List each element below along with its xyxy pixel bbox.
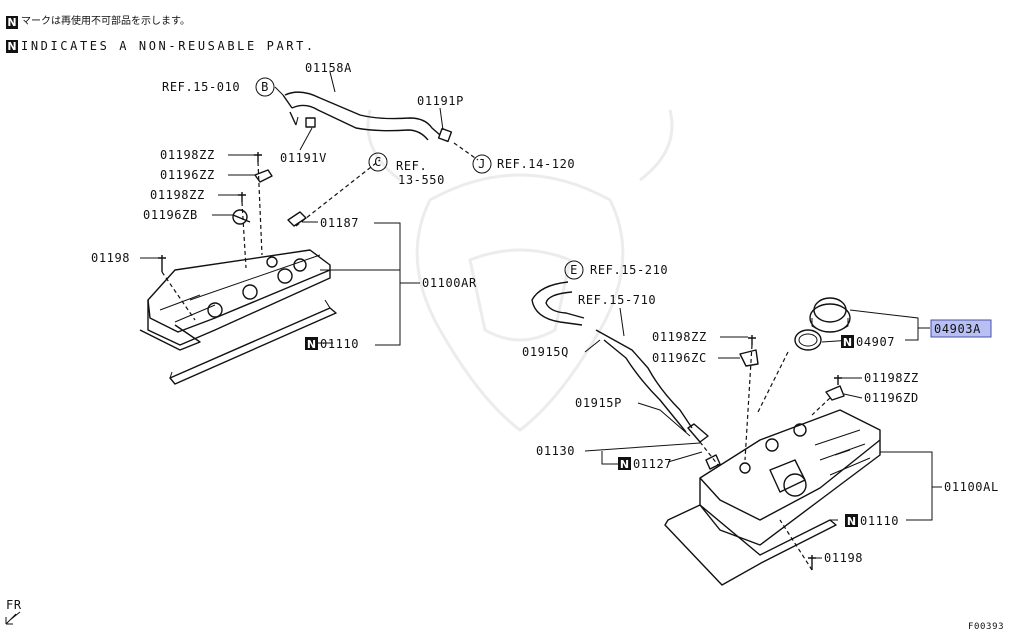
ref-J-text: REF.14-120 [497,157,575,171]
ref-circle-C[interactable]: C [368,152,388,172]
pcv-valve-01187 [287,211,307,227]
label-01915P[interactable]: 01915P [575,396,622,410]
label-01198ZZ-4[interactable]: 01198ZZ [864,371,919,385]
svg-text:N: N [307,338,316,351]
svg-text:04903A: 04903A [934,322,981,336]
label-01915Q[interactable]: 01915Q [522,345,569,359]
ref-circle-E[interactable]: E [564,260,584,280]
note-en-row: N INDICATES A NON-REUSABLE PART. [6,34,316,58]
hose-01915Q [531,281,585,326]
nonreusable-mark-01110-2: N [845,514,858,528]
legend-notes: N マークは再使用不可部品を示します。 N INDICATES A NON-RE… [6,10,316,58]
label-04907[interactable]: 04907 [856,335,895,349]
leaders-right [584,307,942,559]
label-01127[interactable]: 01127 [633,457,672,471]
bolt-01198ZZ-a [254,152,262,162]
label-01191V[interactable]: 01191V [280,151,327,165]
label-01198ZZ-2[interactable]: 01198ZZ [150,188,205,202]
svg-text:B: B [261,80,269,94]
gasket-right [169,299,337,385]
note-jp-row: N マークは再使用不可部品を示します。 [6,10,316,34]
label-01198ZZ-3[interactable]: 01198ZZ [652,330,707,344]
label-01196ZB[interactable]: 01196ZB [143,208,198,222]
label-01187[interactable]: 01187 [320,216,359,230]
valve-cover-left [699,409,881,546]
svg-text:C: C [374,155,382,169]
clamp-01191P [437,127,453,143]
nonreusable-mark-01110-1: N [305,337,318,351]
bolt-01198-a [158,255,166,272]
svg-text:N: N [620,458,629,471]
figure-id: F00393 [968,622,1004,632]
svg-text:E: E [570,263,578,277]
leaders-left [140,71,444,346]
watermark-emblem [366,109,674,432]
note-jp-text: マークは再使用不可部品を示します。 [21,16,190,27]
clamp-01191V [305,117,316,128]
front-direction-indicator: FR [5,598,22,625]
label-ref-15-710[interactable]: REF.15-710 [578,293,656,307]
svg-text:FR: FR [6,598,22,612]
svg-text:N: N [843,336,852,349]
label-01110-1[interactable]: 01110 [320,337,359,351]
ref-circle-B[interactable]: B [255,77,275,97]
label-01158A[interactable]: 01158A [305,61,352,75]
gasket-left [664,504,837,586]
highlighted-part-04903A[interactable]: 04903A [930,319,992,338]
ref-C-text: REF. [396,159,427,173]
ref-E-text: REF.15-210 [590,263,668,277]
nonreusable-mark-01127: N [618,457,631,471]
oil-filler-cap [809,297,851,333]
bracket-01196ZZ [254,169,273,183]
svg-text:N: N [847,515,856,528]
label-01110-2[interactable]: 01110 [860,514,899,528]
label-01198ZZ-1[interactable]: 01198ZZ [160,148,215,162]
hose-01158A [282,91,441,141]
ref-circle-J[interactable]: J [472,154,492,174]
valve-cover-right [139,249,331,351]
label-01100AL[interactable]: 01100AL [944,480,999,494]
svg-text:J: J [478,157,486,171]
bolt-01198-b [808,555,816,570]
label-01198-1[interactable]: 01198 [91,251,130,265]
nonreusable-icon: N [6,15,18,29]
brackets-right [739,335,845,401]
ref-C-text2: 13-550 [398,173,445,187]
note-en-text: INDICATES A NON-REUSABLE PART. [21,39,316,53]
nonreusable-mark-04907: N [841,335,854,349]
label-01191P[interactable]: 01191P [417,94,464,108]
label-01198-2[interactable]: 01198 [824,551,863,565]
label-01196ZZ[interactable]: 01196ZZ [160,168,215,182]
ref-B-text: REF.15-010 [162,80,240,94]
bracket-01196ZB [232,209,251,225]
bolt-01198ZZ-b [238,192,246,202]
label-01196ZD[interactable]: 01196ZD [864,391,919,405]
label-01196ZC[interactable]: 01196ZC [652,351,707,365]
oil-separator-01130 [705,454,721,470]
nonreusable-icon: N [6,39,18,53]
label-01130[interactable]: 01130 [536,444,575,458]
label-01100AR[interactable]: 01100AR [422,276,477,290]
hose-01915P [595,329,709,443]
cap-gasket-04907 [794,329,822,351]
